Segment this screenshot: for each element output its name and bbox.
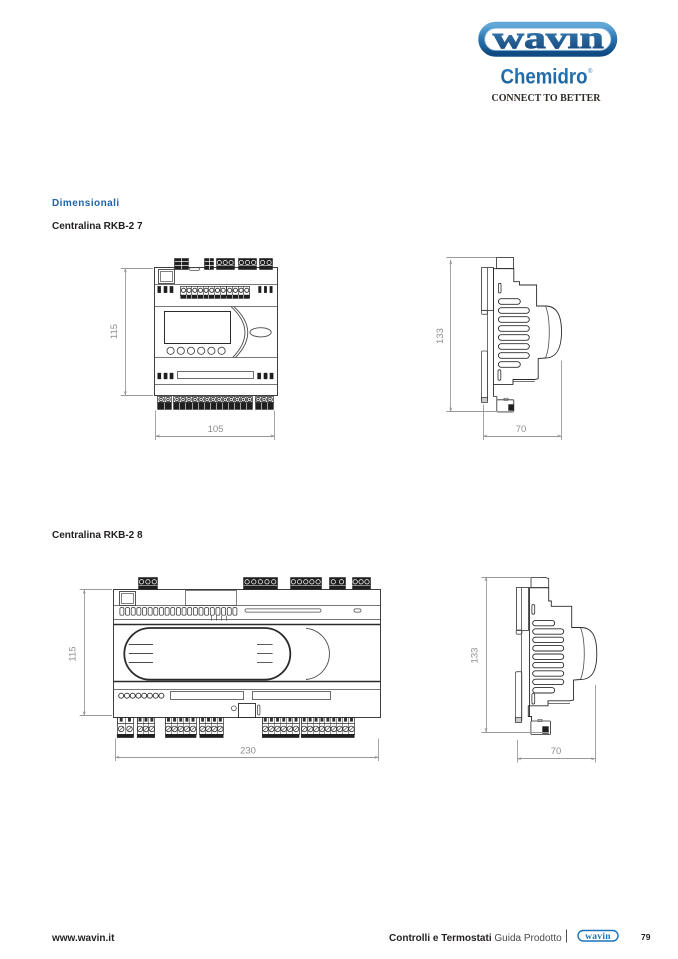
svg-text:70: 70 (551, 746, 562, 757)
svg-text:133: 133 (435, 328, 446, 344)
svg-text:CONNECT TO BETTER: CONNECT TO BETTER (492, 92, 601, 104)
svg-text:115: 115 (109, 324, 120, 339)
svg-text:70: 70 (516, 424, 527, 435)
svg-text:Controlli e Termostati Guida P: Controlli e Termostati Guida Prodotto (389, 933, 562, 944)
svg-text:230: 230 (240, 745, 256, 756)
svg-text:133: 133 (470, 648, 481, 664)
svg-text:105: 105 (208, 424, 224, 435)
svg-text:Chemidro: Chemidro (501, 65, 588, 89)
svg-text:wavın: wavın (493, 20, 604, 55)
svg-text:www.wavin.it: www.wavin.it (51, 933, 115, 944)
svg-text:®: ® (588, 68, 593, 75)
svg-text:wavin: wavin (585, 932, 611, 942)
svg-text:115: 115 (68, 646, 79, 661)
svg-text:79: 79 (641, 932, 651, 942)
